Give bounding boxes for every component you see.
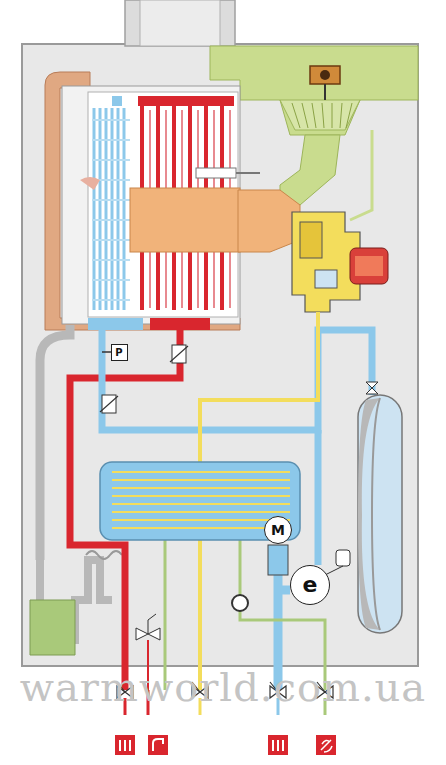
heating-return-pipe <box>102 330 372 430</box>
condensate-pipe <box>40 325 70 560</box>
burner-inlet <box>238 190 300 252</box>
fan-motor-shaft <box>320 70 330 80</box>
fan-motor <box>310 66 340 84</box>
condensate-trap <box>30 600 75 655</box>
flow-arrow <box>80 177 100 190</box>
expansion-vessel <box>358 395 402 633</box>
symbol-letter: e <box>303 574 318 596</box>
flow-switch <box>336 550 350 566</box>
ignition-electrode <box>196 168 236 178</box>
watermark: warmworld.com.ua <box>20 664 426 710</box>
connection-icon <box>115 735 336 755</box>
fan-impeller <box>280 100 360 130</box>
chamber-housing <box>45 72 240 330</box>
gas-valve-coil <box>350 248 388 284</box>
flow-sensor <box>232 595 248 611</box>
symbol-circle: M <box>264 516 292 544</box>
diverter-valve <box>268 545 288 575</box>
symbol-box: P <box>111 344 128 361</box>
flue-pipe <box>125 0 235 46</box>
air-vent <box>366 382 378 394</box>
flue-inner <box>140 0 220 46</box>
gas-pipe <box>200 312 318 462</box>
symbol-circle: e <box>290 565 330 605</box>
combustion-chamber <box>62 86 240 324</box>
symbol-letter: M <box>271 523 285 537</box>
fan-hood <box>210 46 418 135</box>
boiler-casing <box>22 44 418 666</box>
pressure-tube <box>350 130 372 220</box>
burner <box>130 188 240 252</box>
symbol-letter: P <box>115 348 122 358</box>
